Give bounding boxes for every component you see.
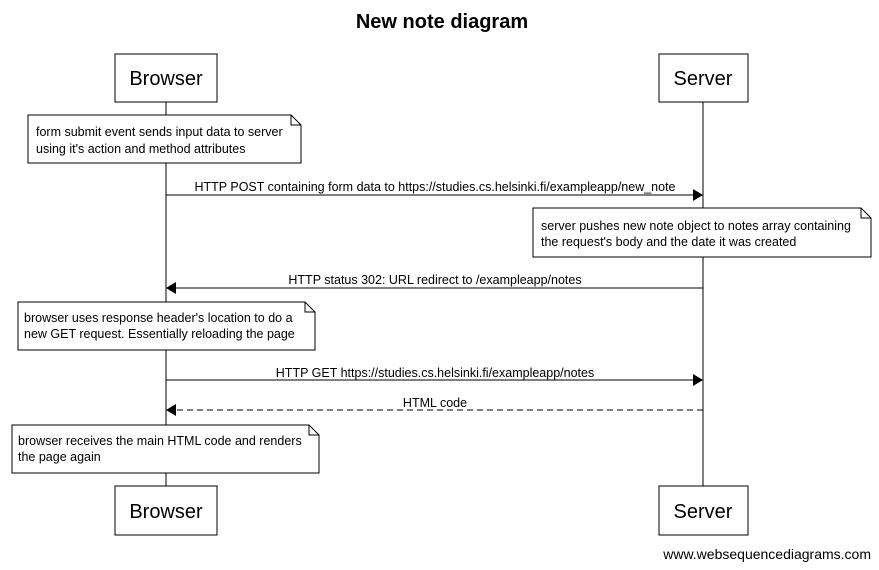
message-http-get: HTTP GET https://studies.cs.helsinki.fi/… <box>166 366 703 386</box>
participant-label: Server <box>674 501 733 523</box>
note-form-submit: form submit event sends input data to se… <box>27 114 302 164</box>
message-http-post: HTTP POST containing form data to https:… <box>166 180 703 201</box>
note-browser-reload: browser uses response header's location … <box>17 301 316 351</box>
note-text: the request's body and the date it was c… <box>541 235 796 249</box>
participant-browser-top: Browser <box>114 53 218 103</box>
participant-server-bottom: Server <box>658 485 749 536</box>
note-browser-renders: browser receives the main HTML code and … <box>11 424 320 474</box>
participant-server-top: Server <box>658 53 749 103</box>
participant-label: Browser <box>129 68 203 90</box>
message-html-code: HTML code <box>166 396 703 416</box>
message-label: HTTP POST containing form data to https:… <box>194 180 675 194</box>
message-http-302: HTTP status 302: URL redirect to /exampl… <box>166 273 703 294</box>
message-label: HTTP status 302: URL redirect to /exampl… <box>288 273 581 287</box>
participant-label: Server <box>674 68 733 90</box>
note-text: new GET request. Essentially reloading t… <box>24 327 295 341</box>
participant-label: Browser <box>129 501 203 523</box>
note-server-pushes: server pushes new note object to notes a… <box>532 207 872 258</box>
note-text: using it's action and method attributes <box>36 142 245 156</box>
note-text: server pushes new note object to notes a… <box>541 219 851 233</box>
note-text: browser receives the main HTML code and … <box>18 434 302 448</box>
diagram-title: New note diagram <box>356 11 528 33</box>
participant-browser-bottom: Browser <box>114 485 218 536</box>
message-label: HTTP GET https://studies.cs.helsinki.fi/… <box>276 366 594 380</box>
note-text: browser uses response header's location … <box>24 311 293 325</box>
footer-watermark: www.websequencediagrams.com <box>662 546 871 562</box>
message-label: HTML code <box>403 396 467 410</box>
note-text: form submit event sends input data to se… <box>36 125 283 139</box>
note-text: the page again <box>18 450 101 464</box>
